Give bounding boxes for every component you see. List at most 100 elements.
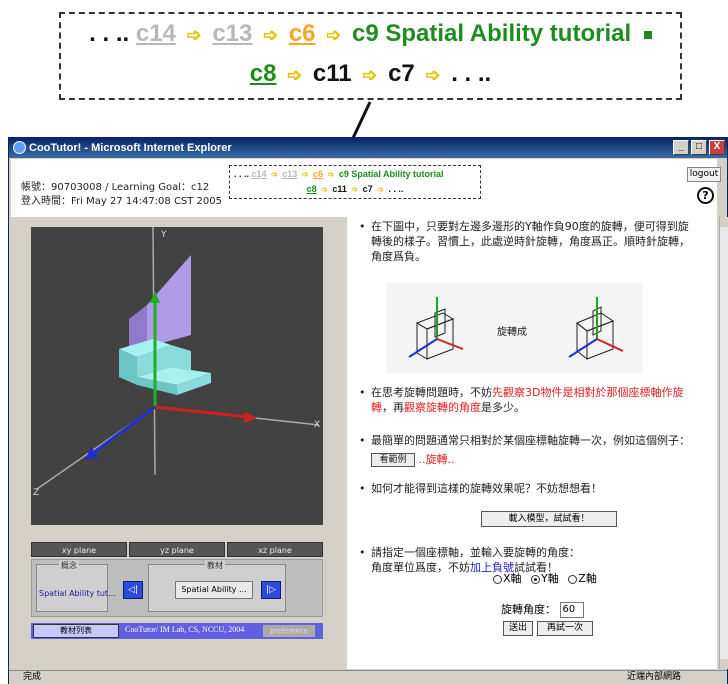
l-block-base-left — [137, 377, 177, 395]
scroll-up-icon[interactable] — [720, 217, 728, 227]
tip-highlight-axis: 先觀察3D物件是相對於那個座標軸作旋轉 — [371, 386, 684, 414]
3d-scene: Y X Z — [33, 226, 320, 498]
credit-text: CooTutor/ IM Lab, CS, NCCU, 2004 — [125, 625, 245, 634]
y-axis-label: Y — [160, 230, 167, 240]
breadcrumb-line-2: c8 ➩ c11 ➩ c7 ➩ . . .. — [230, 184, 480, 194]
minimize-button[interactable]: _ — [673, 140, 689, 155]
xy-plane-button[interactable]: xy plane — [31, 542, 127, 557]
concept-link[interactable]: Spatial Ability tut... — [39, 589, 116, 598]
crumb-ellipsis-prefix: . . .. — [234, 169, 250, 179]
vertical-scrollbar[interactable] — [719, 217, 728, 669]
retry-button[interactable]: 再試一次 — [537, 621, 593, 636]
window-titlebar[interactable]: CooTutor! - Microsoft Internet Explorer … — [9, 138, 727, 158]
crumb-c11: c11 — [332, 184, 347, 194]
axis-radio-group: X軸 Y軸 Z軸 — [493, 570, 597, 586]
crumb-c11: c11 — [312, 60, 352, 87]
rotation-figure: 旋轉成 — [387, 283, 643, 373]
radio-z-axis[interactable] — [568, 574, 578, 584]
radio-y-label: Y軸 — [541, 572, 559, 585]
tip-text: 是多少。 — [481, 401, 525, 414]
left-panel: Y X Z — [11, 217, 347, 669]
radio-y-axis[interactable] — [531, 574, 541, 584]
prev-material-button[interactable]: ◁| — [123, 581, 143, 599]
view-example-button[interactable]: 看範例 — [371, 453, 415, 467]
crumb-c8[interactable]: c8 — [306, 184, 317, 194]
crumb-c14[interactable]: c14 — [135, 20, 176, 47]
maximize-button[interactable]: □ — [691, 140, 707, 155]
tip-highlight-angle: 觀察旋轉的角度 — [404, 401, 481, 414]
panel-footer: 教材列表 CooTutor/ IM Lab, CS, NCCU, 2004 pr… — [31, 623, 323, 639]
material-list-button[interactable]: 教材列表 — [33, 624, 119, 638]
instruction-line-1: 請指定一個座標軸，並輸入要旋轉的角度： — [371, 546, 580, 559]
left-z-axis — [408, 338, 438, 358]
user-info: 帳號：90703008 / Learning Goal：c12 登入時間：Fri… — [21, 181, 222, 209]
tip-text: 在思考旋轉問題時，不妨 — [371, 386, 492, 399]
preference-button[interactable]: preference — [263, 625, 315, 637]
crumb-c8[interactable]: c8 — [249, 60, 277, 87]
radio-x-axis[interactable] — [493, 574, 502, 584]
blue-z-arrow — [92, 405, 156, 455]
bullet-simple-example: 最簡單的問題通常只相對於某個座標軸旋轉一次，例如這個例子： 看範例 ..旋轉.. — [359, 431, 691, 469]
tutorial-content: 在下圖中，只要對左邊多邊形的Y軸作負90度的旋轉，便可得到旋轉後的樣子。習慣上，… — [347, 217, 717, 669]
crumb-c9-current: c9 Spatial Ability tutorial — [338, 169, 444, 179]
crumb-ellipsis-suffix: . . .. — [388, 184, 404, 194]
tip-text: ，再 — [382, 401, 404, 414]
scroll-down-icon[interactable] — [720, 659, 728, 669]
red-x-arrow — [154, 405, 250, 419]
concept-box: 概念 Spatial Ability tut... — [36, 560, 116, 612]
xz-plane-button[interactable]: xz plane — [227, 542, 323, 557]
concept-title: 概念 — [59, 560, 79, 571]
next-material-button[interactable]: |▷ — [261, 581, 281, 599]
3d-viewport[interactable]: Y X Z — [31, 226, 323, 525]
crumb-c13[interactable]: c13 — [282, 169, 298, 179]
crumb-c7: c7 — [388, 60, 415, 87]
example-rotation-link[interactable]: ..旋轉.. — [418, 453, 455, 466]
bullet-think-tip: 在思考旋轉問題時，不妨先觀察3D物件是相對於那個座標軸作旋轉，再觀察旋轉的角度是… — [359, 385, 691, 415]
instruction-line-2: 角度單位爲度，不妨加上負號試試看！ — [371, 560, 691, 575]
red-x-arrowhead — [244, 412, 257, 423]
page-content: 帳號：90703008 / Learning Goal：c12 登入時間：Fri… — [11, 159, 728, 669]
browser-window: CooTutor! - Microsoft Internet Explorer … — [8, 137, 728, 684]
yz-plane-button[interactable]: yz plane — [129, 542, 225, 557]
negative-sign-hint: 加上負號 — [470, 561, 514, 574]
right-block-diagram — [576, 306, 615, 361]
crumb-c13[interactable]: c13 — [212, 20, 253, 47]
breadcrumb-line-1: . . .. c14 ➩ c13 ➩ c6 ➩ c9 Spatial Abili… — [234, 169, 444, 179]
crumb-c14[interactable]: c14 — [251, 169, 267, 179]
arrow-icon: ➩ — [326, 25, 342, 45]
crumb-c9-current: c9 Spatial Ability tutorial — [351, 20, 632, 47]
example-text: 最簡單的問題通常只相對於某個座標軸旋轉一次，例如這個例子： — [371, 434, 690, 447]
crumb-c6[interactable]: c6 — [288, 20, 316, 47]
status-bar: 完成 近端內部網路 — [9, 670, 727, 684]
callout-line-1: . . .. c14 ➩ c13 ➩ c6 ➩ c9 Spatial Abili… — [61, 20, 680, 48]
arrow-icon: ➩ — [362, 65, 378, 85]
material-box: 教材 ◁| Spatial Ability ... |▷ — [123, 560, 286, 612]
l-block-top — [119, 339, 171, 357]
z-axis-label: Z — [33, 488, 39, 498]
breadcrumb-callout: . . .. c14 ➩ c13 ➩ c6 ➩ c9 Spatial Abili… — [59, 12, 682, 100]
arrow-icon: ➩ — [263, 25, 279, 45]
load-model-button[interactable]: 載入模型，試試看！ — [481, 511, 617, 527]
close-button[interactable]: X — [709, 140, 725, 155]
help-icon[interactable]: ? — [697, 187, 714, 204]
arrow-icon: ➩ — [425, 65, 441, 85]
instruction-text: 角度單位爲度，不妨 — [371, 561, 470, 574]
rotated-shape — [147, 255, 191, 347]
angle-input[interactable]: 60 — [559, 602, 584, 618]
arrow-icon: ➩ — [287, 65, 303, 85]
left-x-axis — [436, 338, 464, 350]
logout-button[interactable]: logout — [687, 167, 721, 182]
rotated-shape-side — [129, 305, 147, 353]
submit-button[interactable]: 送出 — [503, 621, 533, 636]
radio-x-label: X軸 — [503, 572, 522, 585]
navigation-controls: 概念 Spatial Ability tut... 教材 ◁| Spatial … — [31, 559, 323, 617]
crumb-c6[interactable]: c6 — [313, 169, 324, 179]
figure-label: 旋轉成 — [497, 327, 527, 338]
material-select[interactable]: Spatial Ability ... — [175, 581, 253, 599]
window-controls: _ □ X — [673, 140, 725, 155]
bullet-question: 如何才能得到這樣的旋轉效果呢？不妨想想看！ — [359, 481, 691, 496]
arrow-icon: ➩ — [351, 185, 359, 194]
plane-selector: xy plane yz plane xz plane — [31, 542, 323, 557]
material-title: 教材 — [205, 560, 225, 571]
